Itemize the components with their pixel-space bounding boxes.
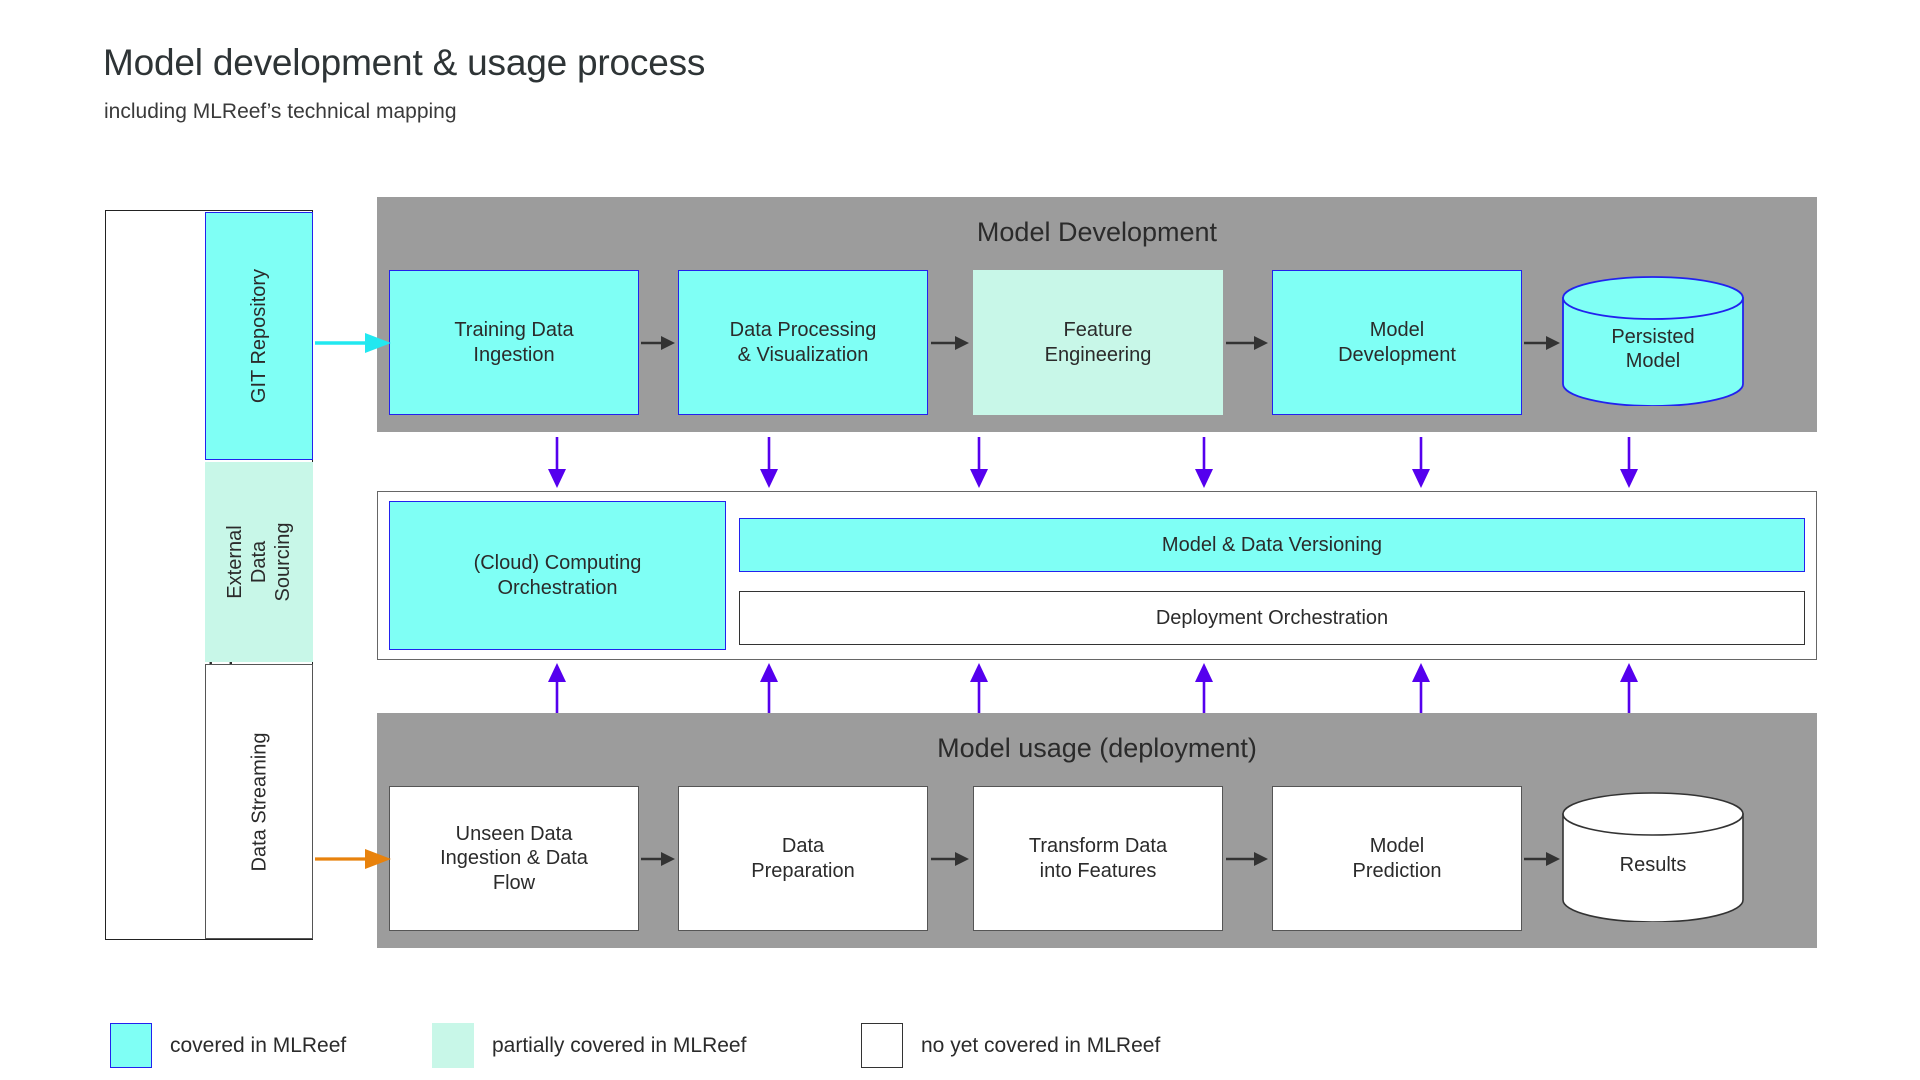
storage-item-git-repository[interactable]: GIT Repository [205, 212, 313, 460]
mu-store-results[interactable]: Results [1561, 792, 1745, 922]
storage-item-data-streaming-label: Data Streaming [248, 732, 270, 871]
up-arrow-6 [1618, 662, 1640, 714]
mu-step-transform-data-into-features[interactable]: Transform Data into Features [973, 786, 1223, 931]
platform-bar-model-data-versioning[interactable]: Model & Data Versioning [739, 518, 1805, 572]
md-step-model-development[interactable]: Model Development [1272, 270, 1522, 415]
up-arrow-4 [1193, 662, 1215, 714]
model-development-band-title: Model Development [976, 217, 1218, 247]
flow-arrow-md-3 [1226, 335, 1270, 351]
down-arrow-6 [1618, 437, 1640, 489]
data-streaming-feed-arrow [315, 848, 393, 870]
cylinder-shape [1562, 276, 1744, 406]
flow-arrow-md-4 [1524, 335, 1562, 351]
platform-cloud-computing-orchestration[interactable]: (Cloud) Computing Orchestration [389, 501, 726, 650]
flow-arrow-mu-4 [1524, 851, 1562, 867]
up-arrow-1 [546, 662, 568, 714]
flow-arrow-mu-1 [641, 851, 677, 867]
legend-label-covered: covered in MLReef [170, 1033, 347, 1057]
md-step-feature-engineering[interactable]: Feature Engineering [973, 270, 1223, 415]
mu-step-unseen-data-ingestion[interactable]: Unseen Data Ingestion & Data Flow [389, 786, 639, 931]
down-arrow-3 [968, 437, 990, 489]
platform-bar-deployment-orchestration[interactable]: Deployment Orchestration [739, 591, 1805, 645]
page-title: Model development & usage process [103, 42, 706, 83]
up-arrow-3 [968, 662, 990, 714]
legend-swatch-partial [432, 1023, 474, 1068]
flow-arrow-mu-3 [1226, 851, 1270, 867]
flow-arrow-mu-2 [931, 851, 971, 867]
up-arrow-5 [1410, 662, 1432, 714]
page-subtitle: including MLReef’s technical mapping [104, 100, 457, 123]
mu-step-data-preparation[interactable]: Data Preparation [678, 786, 928, 931]
storage-item-external-data-sourcing-label: External Data Sourcing [224, 522, 294, 602]
storage-item-data-streaming[interactable]: Data Streaming [205, 664, 313, 939]
legend-swatch-not-covered [861, 1023, 903, 1068]
md-step-data-processing-visualization[interactable]: Data Processing & Visualization [678, 270, 928, 415]
down-arrow-2 [758, 437, 780, 489]
legend-swatch-covered [110, 1023, 152, 1068]
legend-label-partial: partially covered in MLReef [492, 1033, 747, 1057]
down-arrow-1 [546, 437, 568, 489]
md-store-persisted-model-label: Persisted Model [1611, 325, 1695, 372]
up-arrow-2 [758, 662, 780, 714]
mu-step-model-prediction[interactable]: Model Prediction [1272, 786, 1522, 931]
down-arrow-5 [1410, 437, 1432, 489]
md-store-persisted-model[interactable]: Persisted Model [1561, 276, 1745, 406]
legend-label-not-covered: no yet covered in MLReef [921, 1033, 1161, 1057]
md-step-training-data-ingestion[interactable]: Training Data Ingestion [389, 270, 639, 415]
down-arrow-4 [1193, 437, 1215, 489]
flow-arrow-md-1 [641, 335, 677, 351]
cylinder-shape [1562, 792, 1744, 922]
flow-arrow-md-2 [931, 335, 971, 351]
model-usage-band-title: Model usage (deployment) [937, 733, 1257, 763]
storage-item-external-data-sourcing[interactable]: External Data Sourcing [205, 462, 313, 662]
storage-item-git-repository-label: GIT Repository [248, 268, 270, 404]
mu-store-results-label: Results [1619, 853, 1687, 876]
git-feed-arrow [315, 332, 393, 354]
